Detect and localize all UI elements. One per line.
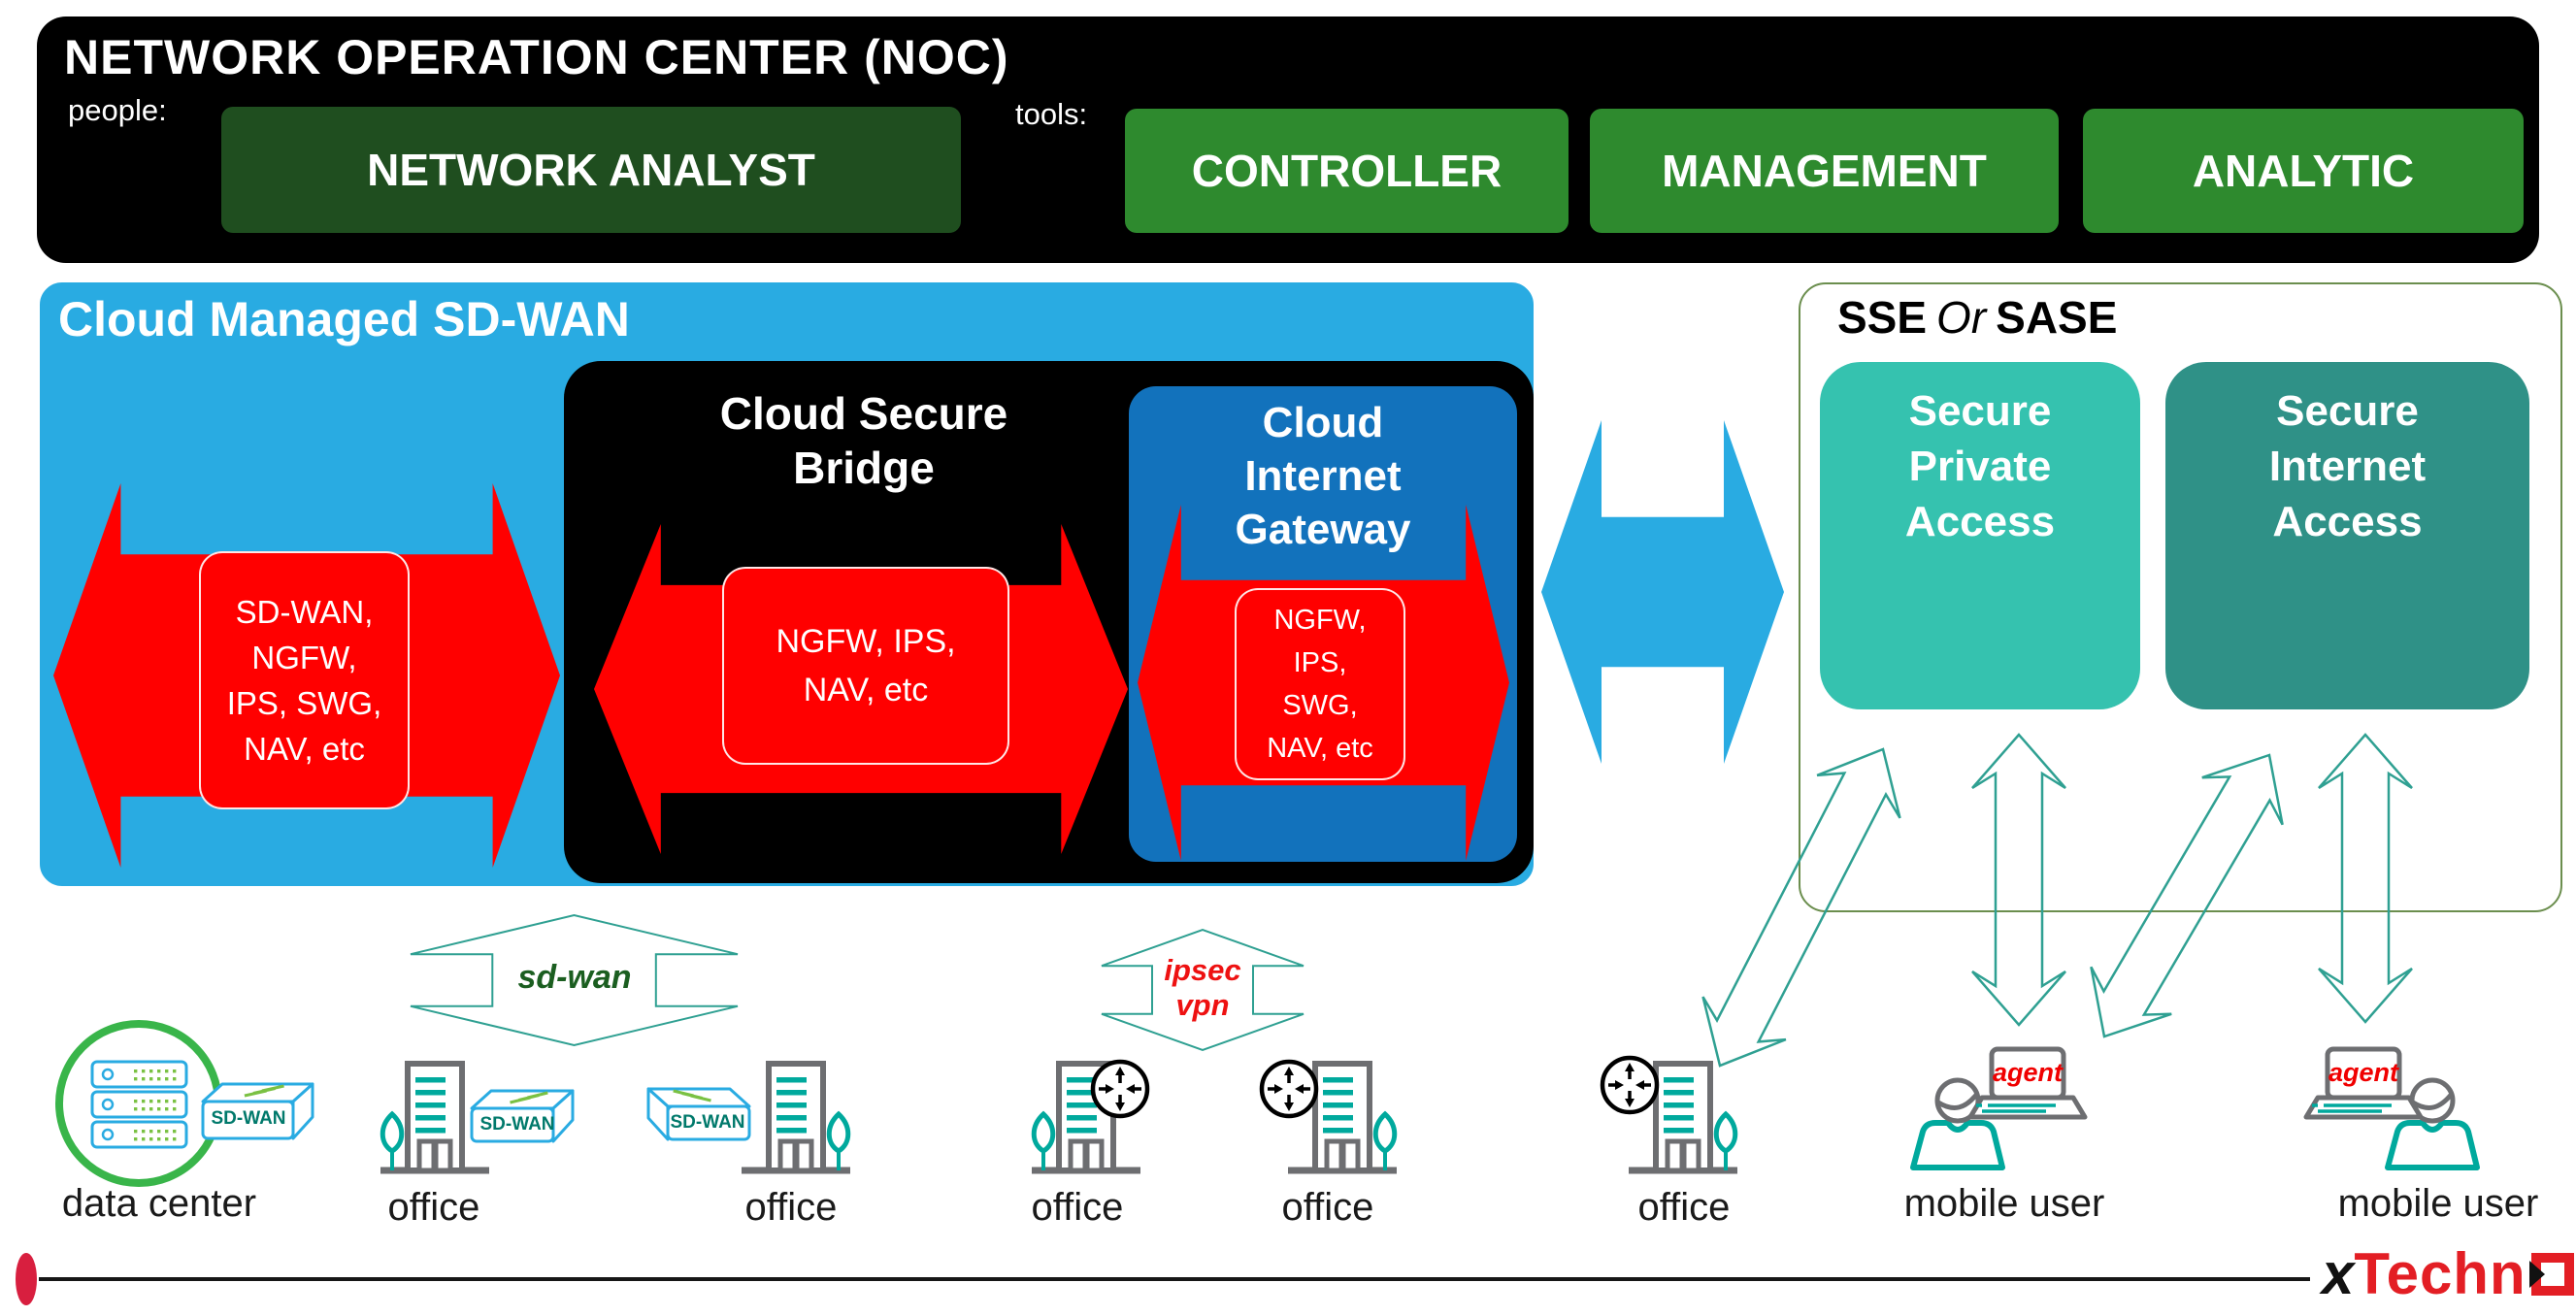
office-label: office bbox=[387, 1186, 480, 1229]
noc-title: NETWORK OPERATION CENTER (NOC) bbox=[64, 30, 1009, 84]
bridge-services-box: NGFW, IPS, NAV, etc bbox=[722, 567, 1009, 765]
sdwan-appliance-label: SD-WAN bbox=[479, 1114, 555, 1135]
agent-label: agent bbox=[2328, 1058, 2398, 1087]
analytic-button[interactable]: ANALYTIC bbox=[2083, 109, 2524, 233]
cloud-internet-gateway-title: Cloud Internet Gateway bbox=[1235, 399, 1411, 553]
logo-square-icon bbox=[2528, 1252, 2574, 1296]
sdwan-link-label: sd-wan bbox=[517, 959, 632, 996]
controller-button[interactable]: CONTROLLER bbox=[1125, 109, 1569, 233]
secure-private-access-box: Secure Private Access bbox=[1820, 362, 2140, 709]
sdwan-appliance-label: SD-WAN bbox=[670, 1112, 745, 1133]
agent-label: agent bbox=[1992, 1058, 2063, 1087]
office-label: office bbox=[744, 1186, 838, 1229]
network-analyst-button[interactable]: NETWORK ANALYST bbox=[221, 107, 961, 233]
data-center-label: data center bbox=[61, 1182, 257, 1225]
tools-label: tools: bbox=[1015, 97, 1088, 131]
sdwan-services-box: SD-WAN, NGFW, IPS, SWG, NAV, etc bbox=[199, 551, 410, 809]
footer-dot bbox=[16, 1253, 37, 1305]
mobile-user-label: mobile user bbox=[2337, 1182, 2539, 1225]
office-label: office bbox=[1031, 1186, 1124, 1229]
cloud-managed-sdwan-title: Cloud Managed SD-WAN bbox=[58, 292, 630, 346]
office-label: office bbox=[1281, 1186, 1374, 1229]
ipsec-vpn-link-label: ipsec vpn bbox=[1164, 953, 1241, 1022]
footer-rule bbox=[39, 1277, 2310, 1281]
cloud-secure-bridge-title: Cloud Secure Bridge bbox=[719, 388, 1008, 493]
gateway-services-box: NGFW, IPS, SWG, NAV, etc bbox=[1235, 588, 1405, 780]
management-button[interactable]: MANAGEMENT bbox=[1590, 109, 2059, 233]
sdwan-appliance-label: SD-WAN bbox=[211, 1108, 286, 1129]
people-label: people: bbox=[68, 93, 167, 127]
secure-internet-access-box: Secure Internet Access bbox=[2165, 362, 2529, 709]
mobile-user-label: mobile user bbox=[1903, 1182, 2105, 1225]
office-label: office bbox=[1637, 1186, 1731, 1229]
